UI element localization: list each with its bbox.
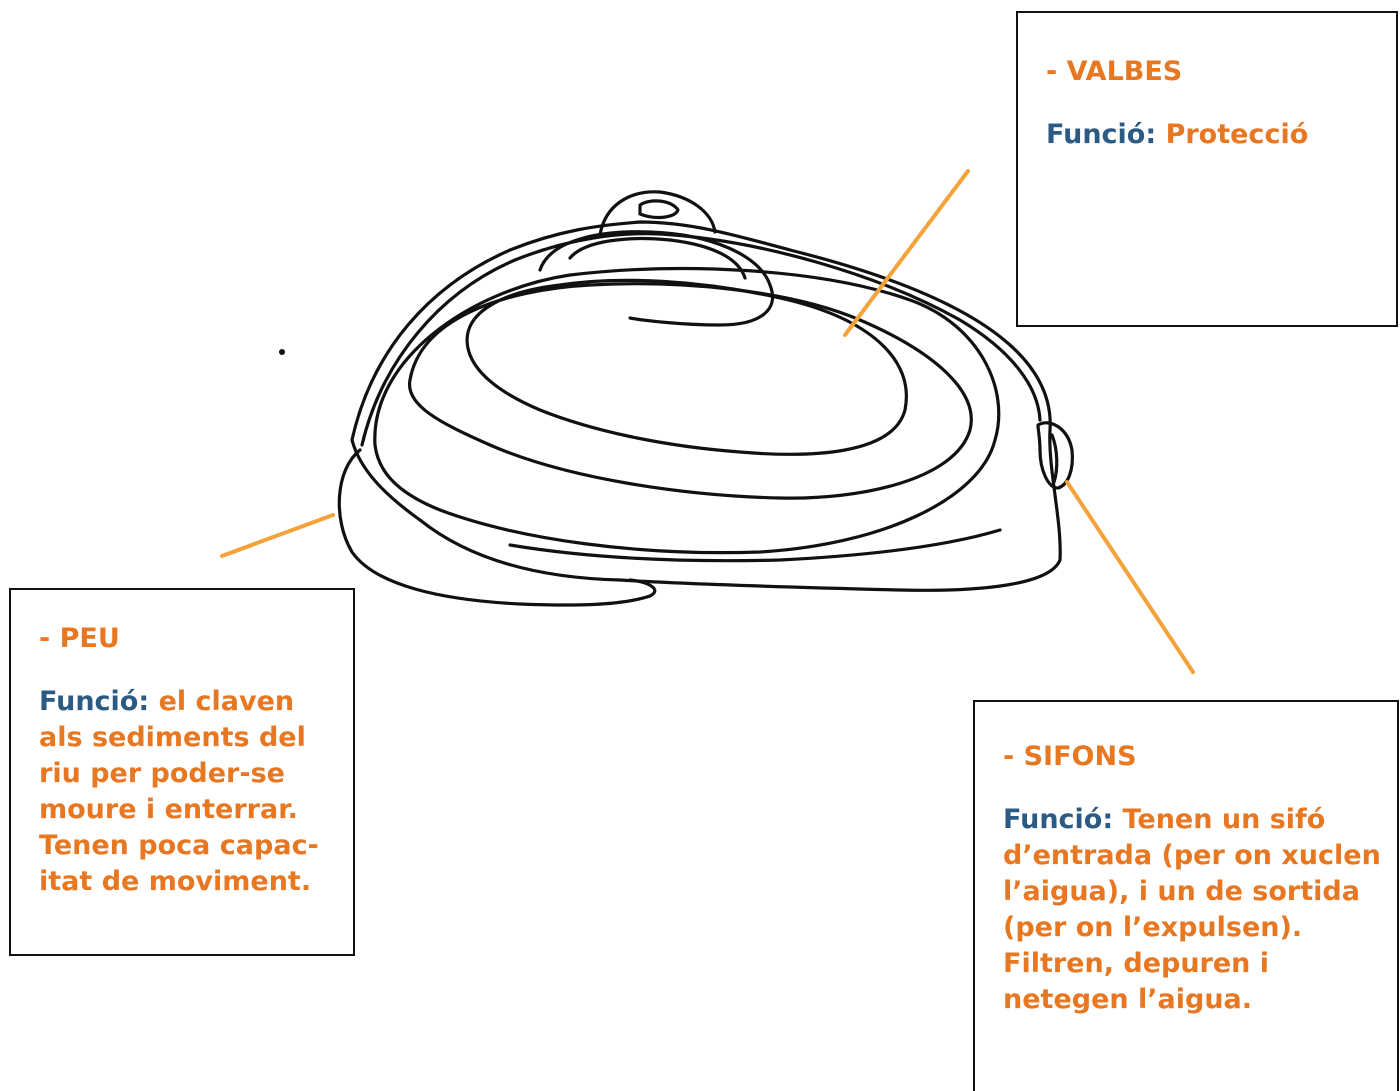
callout-sifons: - SIFONS Funció: Tenen un sifó d’entrada…	[973, 700, 1399, 1091]
growth-ring-outer	[373, 266, 1001, 555]
growth-ring-middle	[408, 282, 973, 500]
speck-dot	[279, 349, 285, 355]
callout-peu: - PEU Funció: el claven als sediments de…	[9, 588, 355, 956]
shell-outer-rim	[360, 232, 1042, 447]
callout-valbes-heading: - VALBES	[1046, 56, 1183, 87]
growth-ring-inner	[465, 278, 908, 456]
callout-peu-label: Funció:	[39, 686, 150, 717]
pointer-line-sifons	[1065, 480, 1195, 674]
callout-peu-body: Funció: el claven als sediments del riu …	[39, 684, 343, 900]
umbo-tip	[638, 199, 680, 220]
callout-sifons-text: Tenen un sifó d’entrada (per on xuclen l…	[1003, 804, 1381, 1015]
pointer-line-valbes	[843, 169, 970, 337]
siphon-outline	[1036, 421, 1074, 490]
foot-outline	[337, 448, 657, 607]
callout-valbes: - VALBES Funció: Protecció	[1016, 11, 1398, 327]
callout-valbes-text: Protecció	[1165, 119, 1309, 150]
callout-valbes-label: Funció:	[1046, 119, 1157, 150]
pointer-line-peu	[220, 513, 335, 558]
shell-lower-edge	[508, 528, 1002, 563]
callout-sifons-label: Funció:	[1003, 804, 1114, 835]
callout-valbes-body: Funció: Protecció	[1046, 117, 1396, 153]
umbo-ring-inner	[598, 190, 717, 237]
callout-sifons-body: Funció: Tenen un sifó d’entrada (per on …	[1003, 802, 1387, 1018]
callout-peu-text: el claven als sediments del riu per pode…	[39, 686, 319, 897]
shell-outer-outline	[350, 220, 1062, 592]
umbo-ring-mid	[568, 237, 747, 280]
siphon-inner-line	[1050, 433, 1059, 484]
callout-peu-heading: - PEU	[39, 623, 120, 654]
umbo-ring-outer	[538, 230, 775, 327]
callout-sifons-heading: - SIFONS	[1003, 741, 1137, 772]
